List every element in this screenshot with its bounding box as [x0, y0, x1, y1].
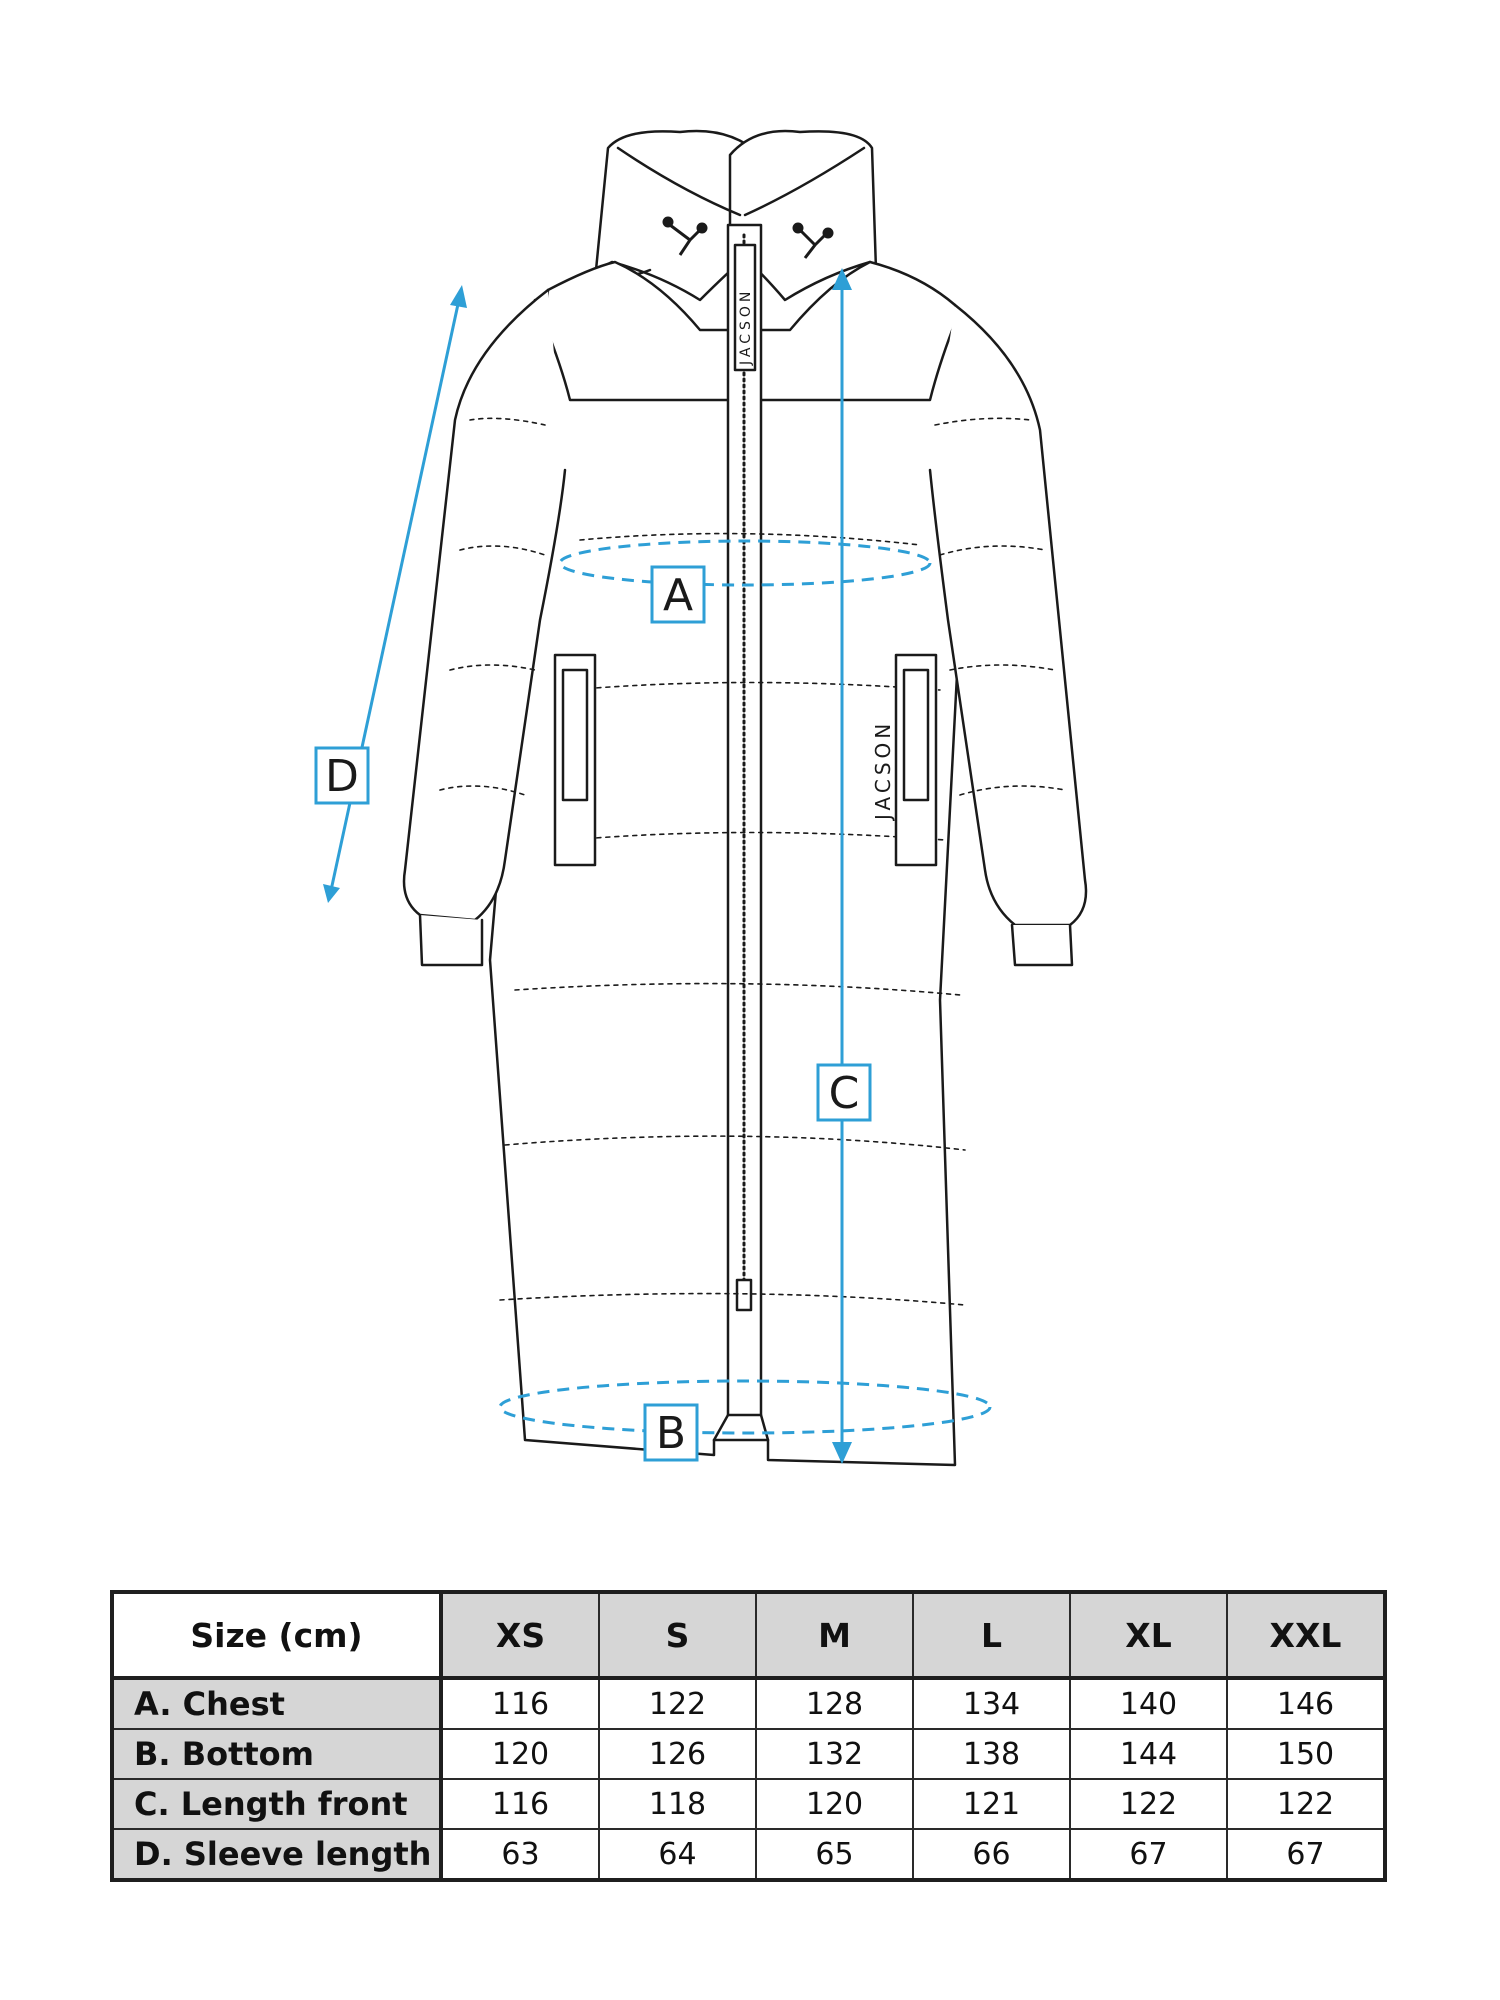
table-row: A. Chest 116 122 128 134 140 146 — [111, 1677, 1386, 1730]
table-row: D. Sleeve length 63 64 65 66 67 67 — [111, 1828, 1386, 1881]
size-header-cell: M — [755, 1591, 914, 1679]
measure-label-length-front: C — [816, 1063, 872, 1122]
table-cell: 116 — [440, 1677, 600, 1730]
table-cell: 122 — [598, 1677, 757, 1730]
measure-label-bottom: B — [643, 1403, 699, 1462]
table-cell: 122 — [1069, 1778, 1228, 1830]
svg-text:D: D — [325, 751, 359, 802]
measure-label-chest: A — [650, 565, 706, 624]
measure-label-sleeve-length: D — [314, 746, 370, 805]
brand-label-pocket: JACSON — [871, 720, 895, 822]
table-cell: 118 — [598, 1778, 757, 1830]
table-cell: 66 — [912, 1828, 1071, 1881]
table-cell: 128 — [755, 1677, 914, 1730]
table-cell: 138 — [912, 1728, 1071, 1780]
size-header-cell: S — [598, 1591, 757, 1679]
svg-text:C: C — [829, 1068, 860, 1119]
table-cell: 67 — [1226, 1828, 1386, 1881]
table-cell: 132 — [755, 1728, 914, 1780]
size-header-cell: L — [912, 1591, 1071, 1679]
table-cell: 116 — [440, 1778, 600, 1830]
table-cell: 122 — [1226, 1778, 1386, 1830]
coat-outline — [402, 129, 1088, 1467]
table-cell: 120 — [440, 1728, 600, 1780]
table-row: C. Length front 116 118 120 121 122 122 — [111, 1778, 1386, 1830]
row-label: D. Sleeve length — [111, 1828, 443, 1881]
size-header-cell: XL — [1069, 1591, 1228, 1679]
brand-label-zipper: JACSON — [738, 288, 754, 366]
row-label: B. Bottom — [111, 1728, 443, 1780]
svg-text:A: A — [663, 570, 693, 621]
size-header-cell: XXL — [1226, 1591, 1386, 1679]
table-cell: 146 — [1226, 1677, 1386, 1730]
table-cell: 120 — [755, 1778, 914, 1830]
table-cell: 134 — [912, 1677, 1071, 1730]
chest-measure-ellipse — [558, 539, 932, 587]
size-chart-table: Size (cm) XS S M L XL XXL A. Chest 116 1… — [110, 1590, 1387, 1882]
table-cell: 126 — [598, 1728, 757, 1780]
table-cell: 63 — [440, 1828, 600, 1881]
table-cell: 150 — [1226, 1728, 1386, 1780]
coat-diagram: JACSON JACSON A B C D — [314, 129, 1088, 1467]
table-cell: 121 — [912, 1778, 1071, 1830]
drawcord-icon — [662, 216, 834, 259]
size-header-row: Size (cm) XS S M L XL XXL — [111, 1591, 1386, 1679]
svg-text:B: B — [656, 1408, 686, 1459]
table-cell: 140 — [1069, 1677, 1228, 1730]
size-header-cell: XS — [440, 1591, 600, 1679]
table-cell: 65 — [755, 1828, 914, 1881]
table-cell: 64 — [598, 1828, 757, 1881]
size-header-label: Size (cm) — [111, 1591, 443, 1679]
row-label: A. Chest — [111, 1677, 443, 1730]
table-row: B. Bottom 120 126 132 138 144 150 — [111, 1728, 1386, 1780]
bottom-measure-ellipse — [498, 1379, 992, 1435]
table-cell: 67 — [1069, 1828, 1228, 1881]
row-label: C. Length front — [111, 1778, 443, 1830]
table-cell: 144 — [1069, 1728, 1228, 1780]
